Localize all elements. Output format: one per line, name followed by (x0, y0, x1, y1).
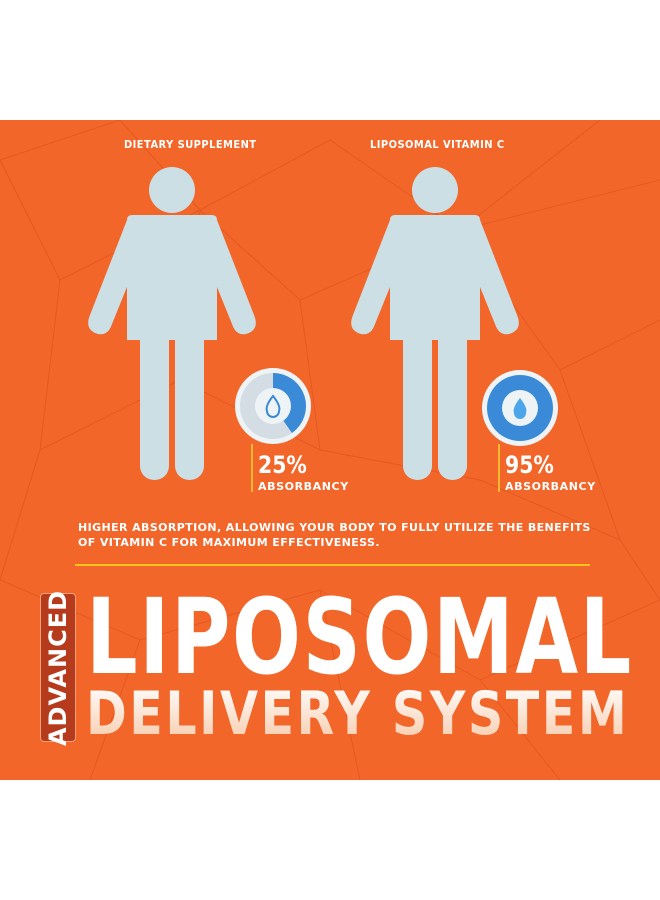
left-absorbancy-gauge (235, 368, 311, 444)
water-drop-outline-icon (265, 394, 281, 418)
right-percent: 95% (505, 451, 554, 479)
advanced-badge: ADVANCED (40, 589, 76, 746)
right-absorbancy-label: ABSORBANCY (505, 480, 596, 493)
right-absorbancy-gauge (482, 370, 558, 446)
divider-rule (75, 564, 590, 566)
water-drop-icon (513, 398, 527, 419)
left-figure-label: DIETARY SUPPLEMENT (124, 138, 257, 151)
headline-liposomal: LIPOSOMAL (86, 576, 633, 698)
badge-text: ADVANCED (44, 589, 72, 746)
right-divider (498, 444, 500, 492)
description-text: HIGHER ABSORPTION, ALLOWING YOUR BODY TO… (78, 521, 591, 549)
headline-delivery-system: DELIVERY SYSTEM (86, 679, 630, 749)
left-absorbancy-label: ABSORBANCY (258, 480, 349, 493)
left-person-figure (88, 167, 256, 480)
right-figure-label: LIPOSOMAL VITAMIN C (370, 138, 505, 151)
left-divider (251, 444, 253, 492)
right-person-figure (351, 167, 519, 480)
infographic-panel: DIETARY SUPPLEMENT LIPOSOMAL VITAMIN C (0, 120, 660, 780)
left-percent: 25% (258, 451, 307, 479)
figures (88, 167, 558, 480)
